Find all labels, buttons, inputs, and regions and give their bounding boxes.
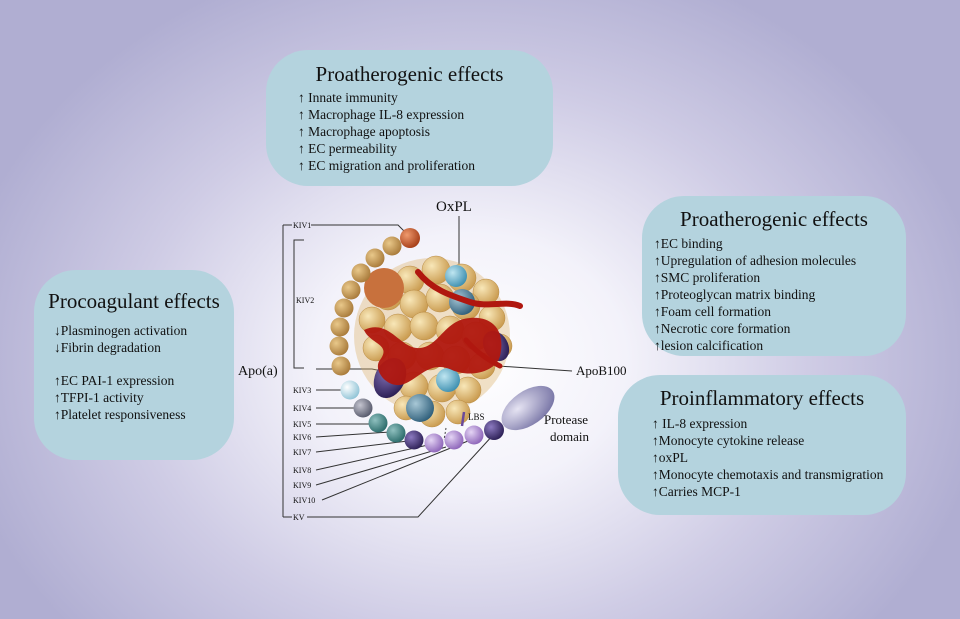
kiv7-bead <box>404 430 424 450</box>
list-item: ↑Upregulation of adhesion molecules <box>654 253 857 268</box>
apoa-label: Apo(a) <box>238 364 278 379</box>
kiv2-beads <box>329 236 402 376</box>
list-item: ↑Monocyte chemotaxis and transmigration <box>652 467 884 482</box>
oxpl-molecule <box>445 265 467 287</box>
kiv6-label: KIV6 <box>293 433 311 442</box>
proatherogenic-effects-box-right: Proatherogenic effects ↑EC binding ↑Upre… <box>642 196 906 356</box>
kiv6-leader <box>315 431 391 438</box>
apob100-label: ApoB100 <box>576 363 627 378</box>
apob100-ribbon <box>415 269 523 309</box>
list-item: ↑EC binding <box>654 236 723 251</box>
kv-leader <box>307 433 495 518</box>
kringle-labels: KIV1 KIV2 KIV3 KIV4 KIV5 KIV6 KIV7 KIV8 … <box>293 221 315 522</box>
list-item: ↑Necrotic core formation <box>654 321 791 336</box>
list-item: ↑TFPI-1 activity <box>54 390 144 405</box>
kiv8-label: KIV8 <box>293 466 311 475</box>
list-item: ↓Plasminogen activation <box>54 323 188 338</box>
kiv10-label: KIV10 <box>293 496 315 505</box>
kiv1-label: KIV1 <box>293 221 311 230</box>
list-item: ↑ Macrophage IL-8 expression <box>298 107 465 122</box>
protease-domain-shape <box>501 385 555 431</box>
lbs-label: LBS <box>468 412 485 422</box>
list-item: ↑ EC permeability <box>298 141 397 156</box>
kiv5-label: KIV5 <box>293 420 311 429</box>
list-item: ↑ IL-8 expression <box>652 416 748 431</box>
procoagulant-effects-box: Procoagulant effects ↓Plasminogen activa… <box>34 270 234 460</box>
protease-domain-label: Protease <box>544 412 588 427</box>
orange-protein-blob <box>364 268 404 308</box>
list-item: ↑Platelet responsiveness <box>54 407 186 422</box>
lipoprotein-core <box>354 255 523 428</box>
kv-label: KV <box>293 513 305 522</box>
list-item: ↑Monocyte cytokine release <box>652 433 805 448</box>
kiv9-bead <box>444 430 464 450</box>
list-item: ↑ Innate immunity <box>298 90 398 105</box>
oxpl-label: OxPL <box>436 199 472 215</box>
kiv9-label: KIV9 <box>293 481 311 490</box>
box-title: Proatherogenic effects <box>680 207 868 231</box>
box-title: Proatherogenic effects <box>315 62 504 86</box>
kiv4-label: KIV4 <box>293 404 311 413</box>
kiv5-bead <box>368 413 388 433</box>
box-title: Procoagulant effects <box>48 289 220 313</box>
kiv2-bracket <box>293 239 304 369</box>
oxpl-molecule <box>436 368 460 392</box>
kiv10-bead <box>464 425 484 445</box>
apob100-ribbon <box>364 317 502 386</box>
kiv7-leader <box>315 440 409 453</box>
list-item: ↑SMC proliferation <box>654 270 761 285</box>
kiv8-bead <box>424 433 444 453</box>
list-item: ↑ Macrophage apoptosis <box>298 124 430 139</box>
list-item: ↑oxPL <box>652 450 689 465</box>
kiv9-leader <box>315 446 447 486</box>
box-title: Proinflammatory effects <box>659 386 865 410</box>
apob100-leader <box>497 365 573 372</box>
kiv8-leader <box>315 444 429 471</box>
list-item: ↑Foam cell formation <box>654 304 771 319</box>
apoa-bracket <box>282 224 292 518</box>
kiv3-label: KIV3 <box>293 386 311 395</box>
kiv1-leader <box>311 224 411 238</box>
list-item: ↑EC PAI-1 expression <box>54 373 175 388</box>
oxpl-molecule <box>406 394 434 422</box>
kiv1-bead <box>400 228 420 248</box>
protease-domain-label: domain <box>550 429 589 444</box>
kiv10-leader <box>321 440 469 501</box>
proinflammatory-effects-box: Proinflammatory effects ↑ IL-8 expressio… <box>618 375 906 515</box>
list-item: ↓Fibrin degradation <box>54 340 161 355</box>
kiv2-label: KIV2 <box>296 296 314 305</box>
kiv7-label: KIV7 <box>293 448 311 457</box>
list-item: ↑Proteoglycan matrix binding <box>654 287 816 302</box>
kv-bead <box>484 420 504 440</box>
list-item: ↑ EC migration and proliferation <box>298 158 475 173</box>
kiv6-bead <box>386 423 406 443</box>
list-item: ↑Carries MCP-1 <box>652 484 741 499</box>
leader-lines <box>282 216 573 518</box>
kiv4-bead <box>353 398 373 418</box>
proatherogenic-effects-box-top: Proatherogenic effects ↑ Innate immunity… <box>266 50 553 186</box>
list-item: ↑lesion calcification <box>654 338 764 353</box>
lbs-connector <box>460 411 466 427</box>
kiv3-bead <box>340 380 360 400</box>
